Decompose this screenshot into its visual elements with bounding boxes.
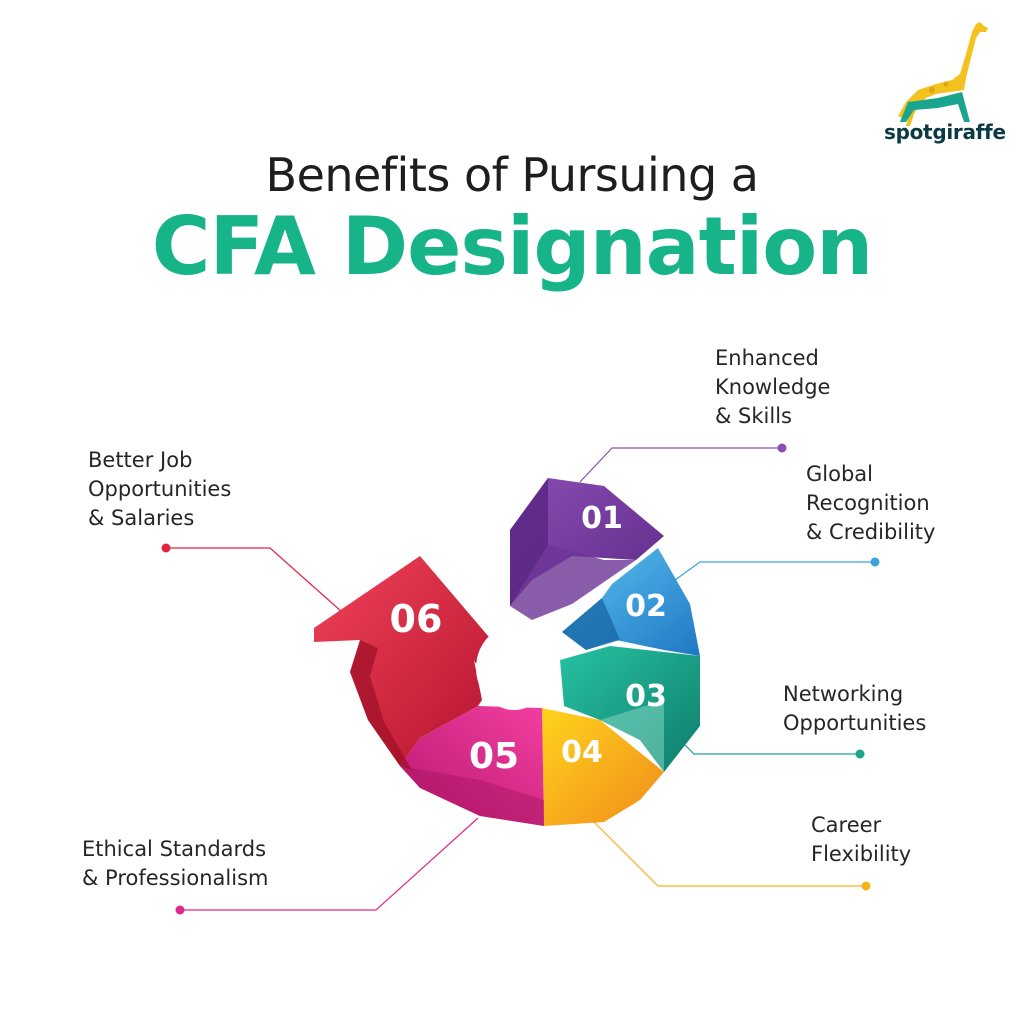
- segment-01: [510, 478, 664, 620]
- label-line: Ethical Standards: [82, 837, 267, 861]
- label-line: & Skills: [715, 404, 792, 428]
- label-line: Networking: [783, 682, 904, 706]
- giraffe-logo-icon: [898, 22, 988, 126]
- segment-03: [560, 646, 700, 772]
- step-label-05: Ethical Standards & Professionalism: [82, 835, 269, 893]
- dot-05: [175, 905, 185, 915]
- step-label-03: Networking Opportunities: [783, 680, 926, 738]
- dot-01: [777, 443, 787, 453]
- label-line: Opportunities: [88, 477, 232, 501]
- step-label-06: Better Job Opportunities & Salaries: [88, 446, 231, 533]
- connector-06: [166, 547, 361, 629]
- label-line: Career: [811, 813, 882, 837]
- label-line: Flexibility: [811, 842, 912, 866]
- segment-04: [542, 708, 664, 826]
- step-number-03: 03: [625, 679, 667, 714]
- step-number-04: 04: [561, 735, 603, 770]
- page-title: CFA Designation: [151, 200, 873, 293]
- dot-02: [870, 557, 880, 567]
- label-line: & Salaries: [88, 506, 195, 530]
- connector-05: [180, 817, 479, 911]
- label-line: Recognition: [806, 491, 930, 515]
- label-line: Opportunities: [783, 711, 927, 735]
- page-title-line1: Benefits of Pursuing a: [265, 148, 759, 202]
- spiral-center: [476, 626, 552, 710]
- connector-02: [649, 561, 875, 599]
- step-label-04: Career Flexibility: [811, 811, 911, 869]
- brand-name: spotgiraffe: [884, 120, 1006, 144]
- connector-04: [579, 807, 866, 887]
- dot-04: [861, 881, 871, 891]
- label-line: Enhanced: [715, 346, 819, 370]
- label-line: Better Job: [88, 448, 193, 472]
- label-line: Global: [806, 462, 873, 486]
- label-line: Knowledge: [715, 375, 831, 399]
- step-label-02: Global Recognition & Credibility: [806, 460, 935, 547]
- connector-01: [579, 447, 782, 483]
- step-label-01: Enhanced Knowledge & Skills: [715, 344, 830, 431]
- step-number-05: 05: [469, 736, 519, 777]
- label-line: & Credibility: [806, 520, 936, 544]
- segment-05: [400, 706, 544, 826]
- dot-06: [161, 543, 171, 553]
- step-number-02: 02: [625, 589, 667, 624]
- segment-02: [562, 548, 700, 656]
- dot-03: [855, 749, 865, 759]
- step-number-01: 01: [581, 501, 623, 536]
- step-number-06: 06: [390, 597, 443, 641]
- label-line: & Professionalism: [82, 866, 269, 890]
